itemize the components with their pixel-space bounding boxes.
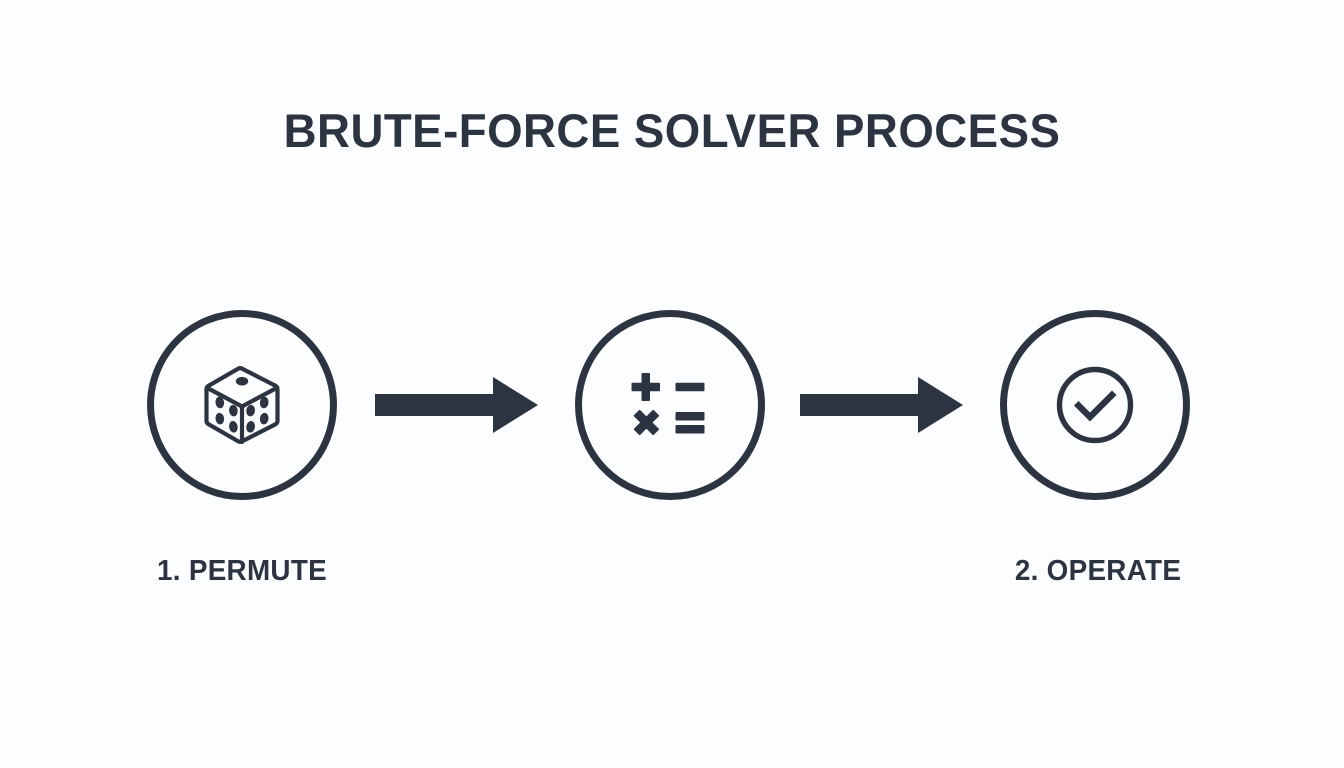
process-flow: 1. PERMUTE [147,310,1195,587]
check-circle-icon [1000,310,1190,500]
check-circle-icon-glyph [1056,366,1134,444]
process-step-permute[interactable]: 1. PERMUTE [147,310,337,587]
dice-icon [147,310,337,500]
math-operators-icon-glyph [631,373,705,436]
step-label-operate: 2. OPERATE [1014,555,1182,587]
step-circle-outline [147,310,337,500]
process-step-validate[interactable]: 3. VALIDATE [1000,310,1190,500]
step-circle-outline [575,310,765,500]
page-title: BRUTE-FORCE SOLVER PROCESS [283,104,1061,157]
arrow-1-icon [375,377,538,433]
step-label-permute: 1. PERMUTE [157,555,327,587]
math-operators-icon [575,310,765,500]
arrow-2-icon [800,377,963,433]
dice-icon-glyph [204,366,280,445]
process-step-operate[interactable]: 2. OPERATE [575,310,1181,587]
step-circle-outline [1000,310,1190,500]
